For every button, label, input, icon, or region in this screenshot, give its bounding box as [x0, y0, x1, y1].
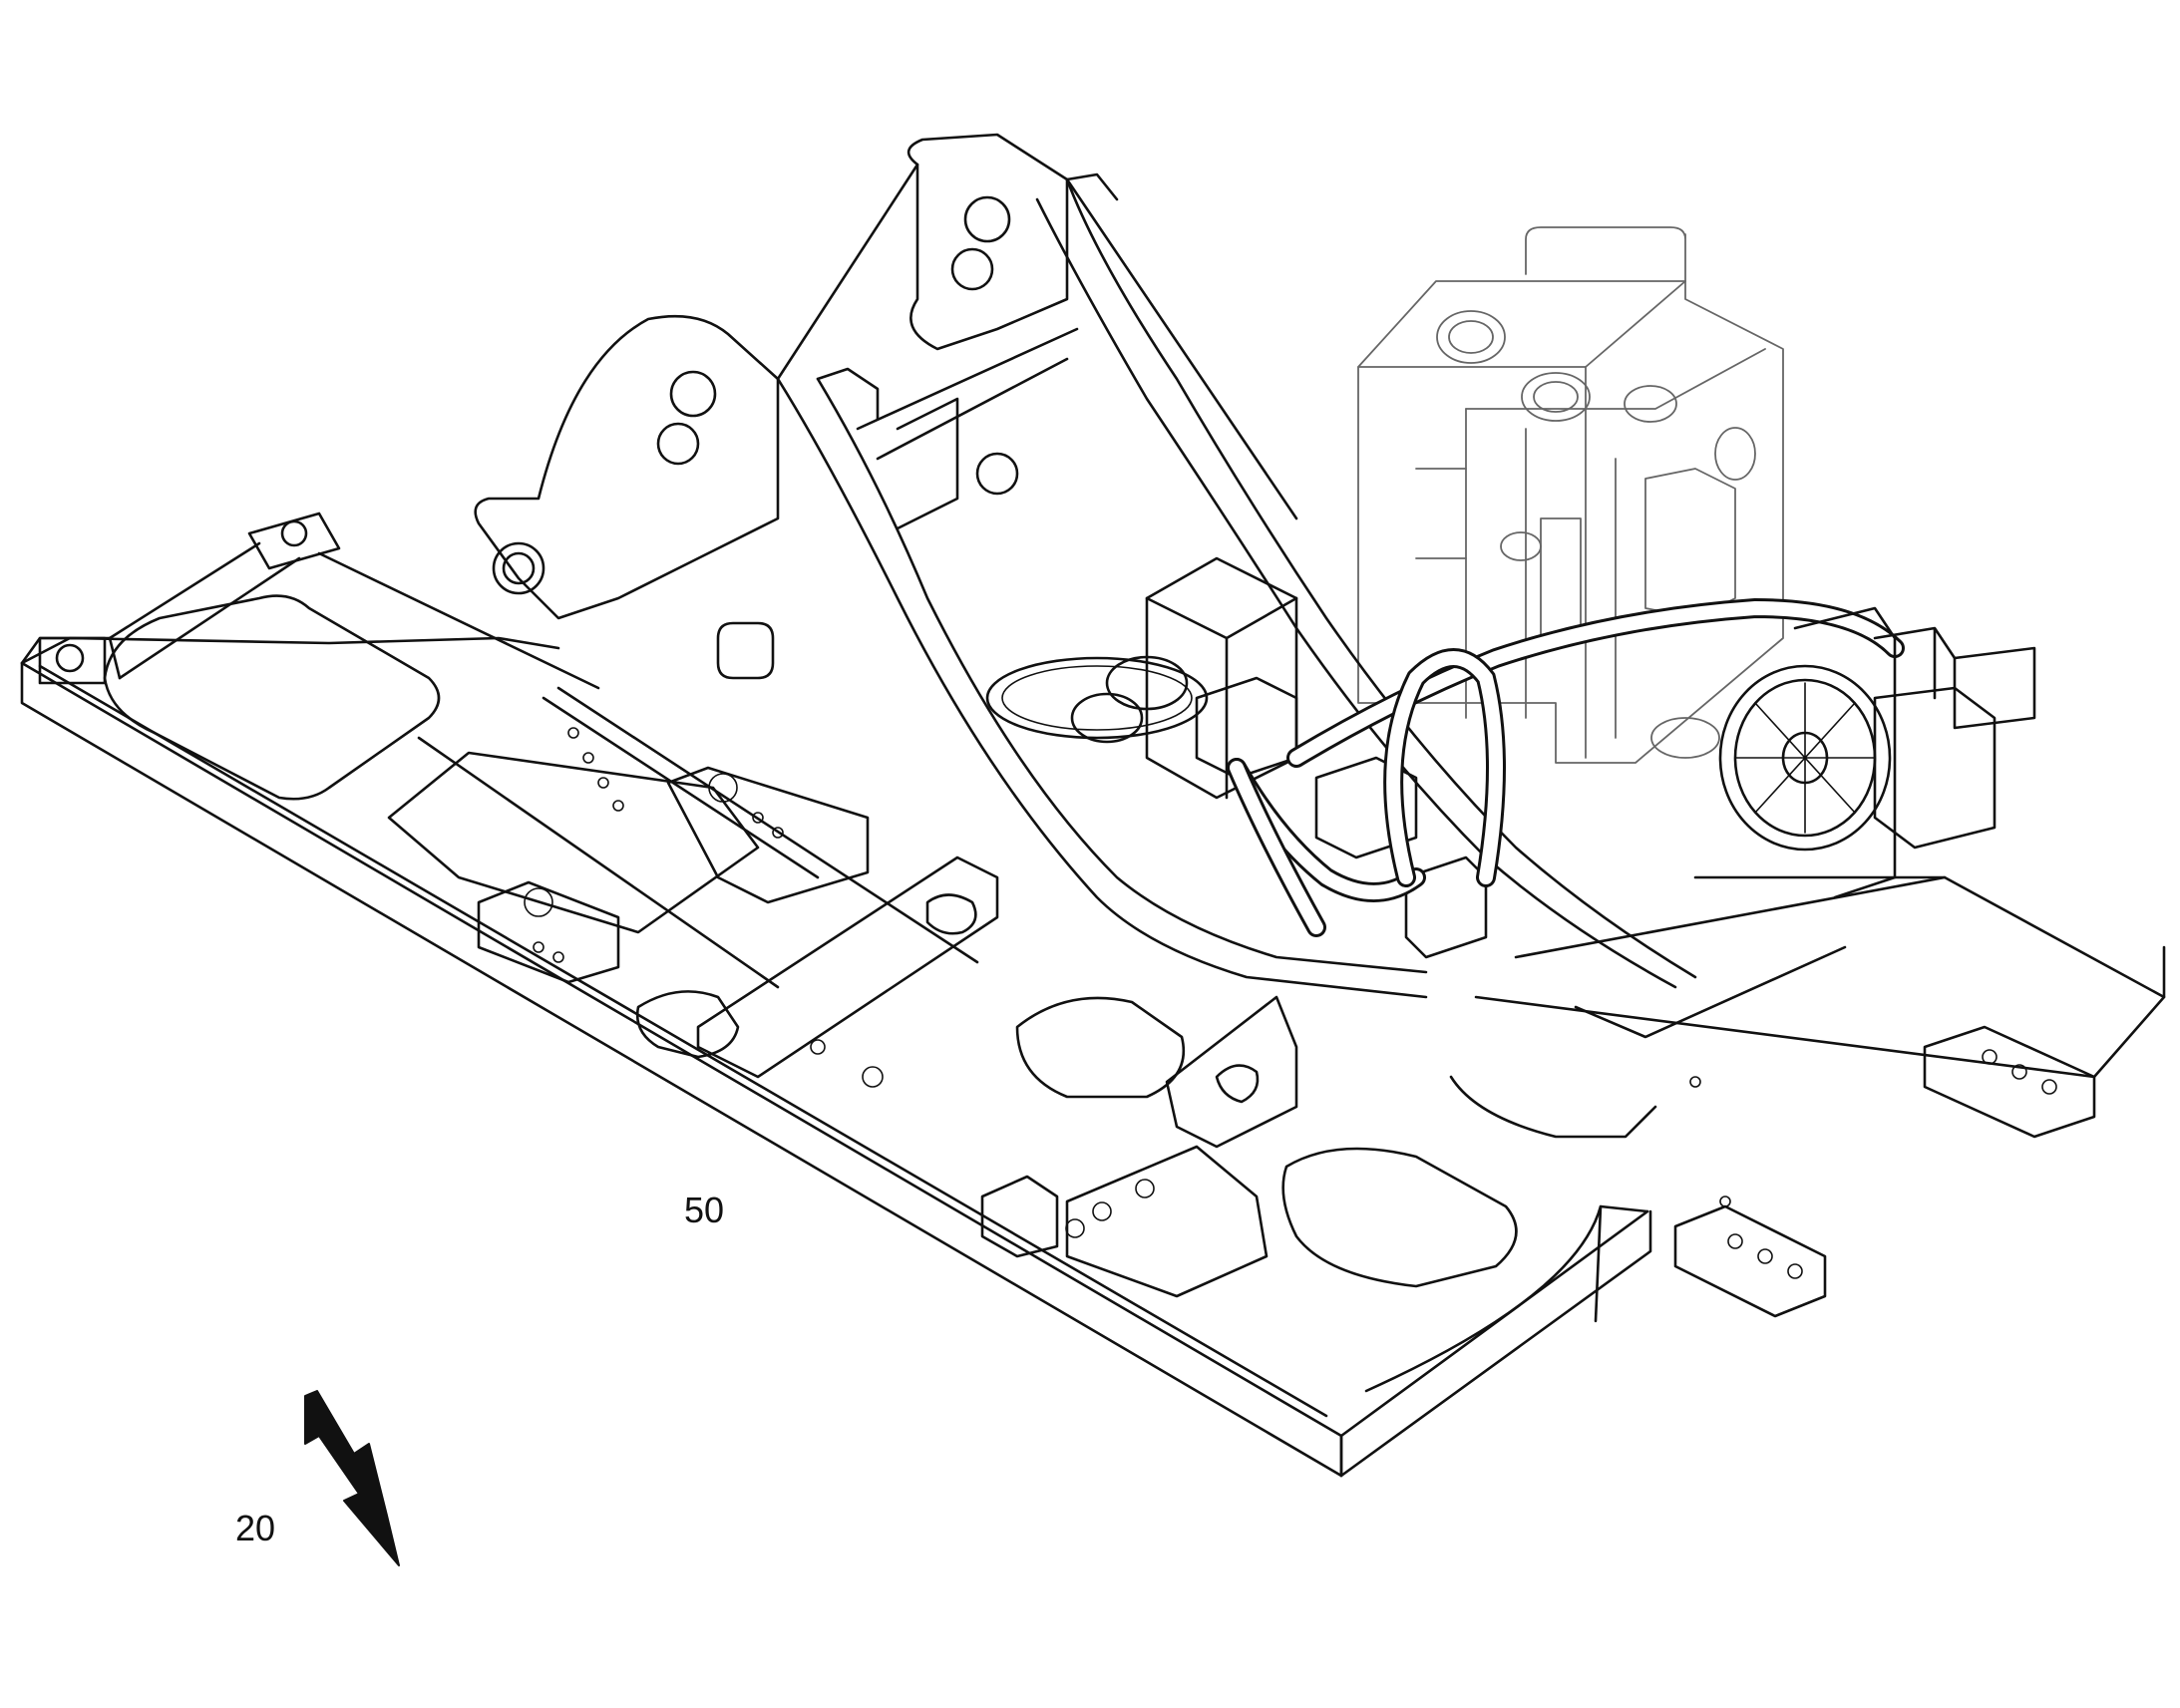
cooling-fan [1718, 606, 1897, 899]
boom-tower [474, 133, 1697, 999]
valve-cluster [1070, 556, 1488, 959]
reference-numeral-direction: 20 [235, 1508, 276, 1548]
hydraulic-pump [1873, 626, 2036, 850]
swing-bearing [985, 656, 1209, 740]
hydraulic-hoses [1227, 597, 1905, 937]
chassis-frame [20, 512, 2166, 1478]
bolt-holes [533, 727, 1731, 1238]
engine-block [1357, 226, 1784, 764]
reference-numeral-frame: 50 [684, 1190, 725, 1230]
lightning-arrow-icon [304, 1390, 400, 1566]
